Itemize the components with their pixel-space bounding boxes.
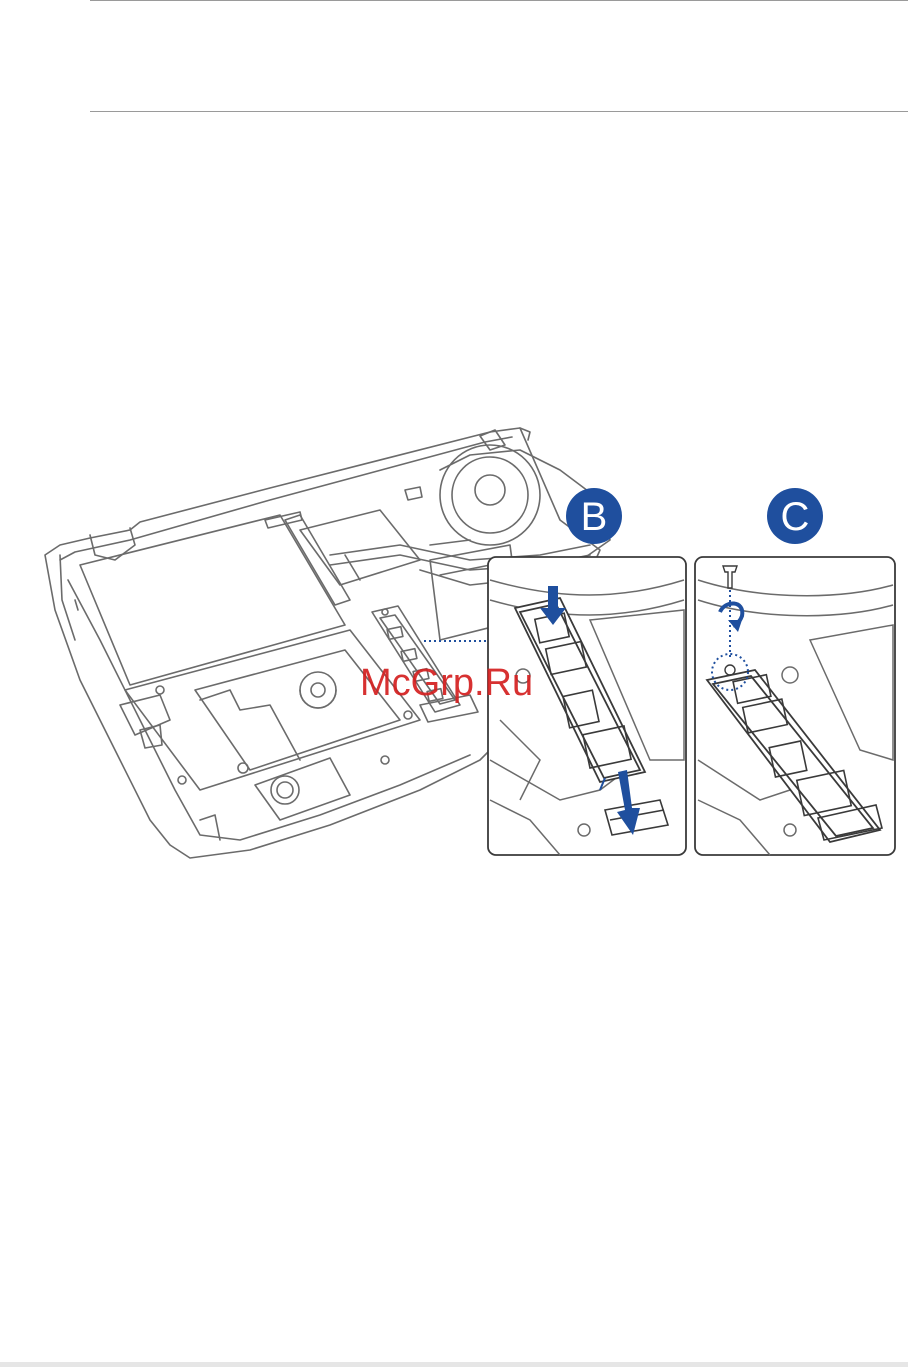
header-rule-top [90, 0, 908, 1]
callout-label-c: C [781, 495, 810, 539]
footer-band [0, 1362, 908, 1367]
callout-badge-b: B [566, 488, 622, 544]
header-rule-bottom [90, 111, 908, 112]
detail-panel-b [488, 557, 686, 855]
detail-panel-c [695, 557, 895, 855]
callout-label-b: B [581, 495, 608, 539]
watermark-text: McGrp.Ru [360, 662, 533, 705]
ssd-installation-illustration: B C [0, 420, 908, 870]
callout-badge-c: C [767, 488, 823, 544]
